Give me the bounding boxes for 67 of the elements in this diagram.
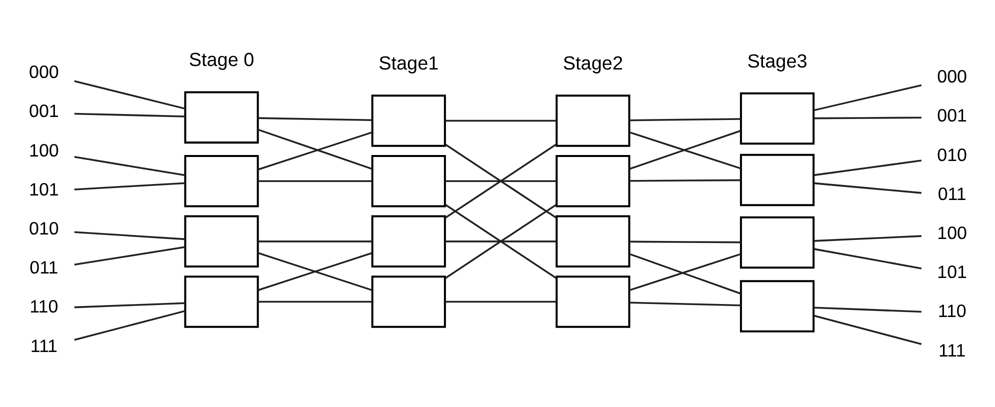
connector [257,240,372,242]
connector [629,118,740,121]
connector [74,230,185,240]
connector [74,246,185,266]
connector [813,314,922,345]
connector [813,159,922,176]
connector [74,80,185,110]
connector [74,302,185,308]
node-box [555,275,630,328]
label: Stage 0 [188,50,254,71]
node-text: 100 [936,222,966,242]
connector [257,180,372,182]
label: Stage1 [378,53,438,74]
node-text: 010 [936,144,966,164]
node-box [739,280,814,332]
connector [629,301,740,306]
node-text: 101 [936,262,966,282]
node-box [739,92,814,144]
connector [74,112,185,117]
node-text: 101 [28,178,58,199]
label: Stage2 [562,53,623,74]
connector [813,182,921,194]
connector [813,84,922,111]
node-text: 011 [29,257,58,278]
node-box [555,94,630,146]
node-text: 110 [937,300,966,321]
node-text: 110 [29,296,58,316]
node-text: 100 [28,140,58,160]
node-box [555,214,630,268]
connector [444,300,556,302]
connector [257,116,372,121]
node-box [184,90,258,144]
node-box [370,275,446,328]
connector [444,240,556,242]
connector [74,156,185,176]
node-text: 000 [28,62,58,82]
connector [444,143,556,218]
node-box [184,275,258,328]
connector [813,306,921,312]
node-box [184,214,258,268]
node-text: 111 [30,335,57,356]
node-box [370,154,446,207]
node-box [370,94,446,146]
connector [74,310,185,340]
node-text: 011 [937,183,966,204]
node-text: 001 [28,100,58,121]
node-box [555,154,630,207]
connector [444,119,556,122]
node-box [184,154,258,207]
node-text: 001 [936,105,966,126]
connector [813,248,922,269]
connector [629,178,740,182]
connector [257,252,372,291]
connector [257,300,372,302]
node-box [370,214,446,268]
connector [444,180,556,182]
connector [813,234,921,242]
label: Stage3 [746,50,807,72]
node-box [739,153,814,206]
node-box [739,216,814,268]
connector [444,203,556,278]
node-text: 000 [936,66,966,86]
connector [813,116,921,119]
connector [74,182,185,190]
node-text: 010 [28,218,58,238]
node-text: 111 [938,340,966,360]
connector [629,240,740,243]
